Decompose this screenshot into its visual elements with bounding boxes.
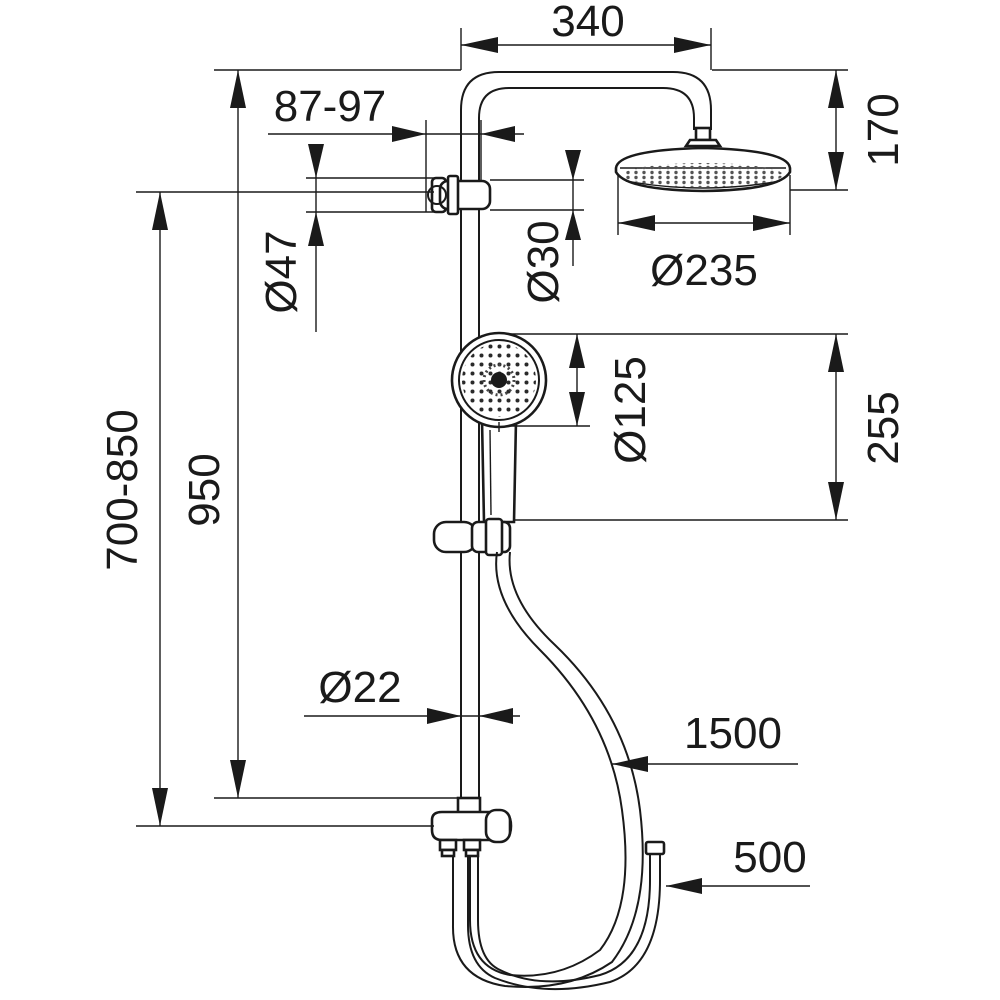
slide-holder: [432, 517, 512, 557]
label-total-height: 950: [180, 453, 229, 526]
label-hose-long: 1500: [684, 709, 782, 758]
label-hose-short: 500: [733, 833, 806, 882]
dim-head-drop: [712, 69, 848, 191]
label-pipe-diameter-lower: Ø22: [318, 663, 401, 712]
hand-shower: [450, 331, 548, 524]
dim-pipe-diameter-lower: [304, 708, 520, 724]
dim-adjustable-height: [136, 191, 434, 827]
label-arm-width: 340: [551, 0, 624, 46]
label-head-diameter: Ø235: [650, 246, 758, 295]
label-bracket-diameter: Ø47: [257, 230, 306, 313]
dim-bracket-offset: [268, 120, 524, 212]
riser-pipe: [460, 71, 712, 810]
shower-hose: [469, 551, 627, 977]
head-connector: [683, 126, 723, 148]
dim-pipe-diameter-upper: [490, 150, 584, 266]
dim-head-diameter: [617, 175, 791, 235]
label-pipe-diameter-upper: Ø30: [519, 220, 568, 303]
shower-column: [427, 71, 792, 991]
diverter-valve: [430, 796, 513, 858]
label-adjustable-height: 700-850: [98, 409, 147, 570]
overhead-shower-head: [614, 146, 792, 193]
dim-hand-shower-length: [514, 333, 848, 521]
label-hand-shower-length: 255: [859, 391, 908, 464]
dim-arm-width: [460, 28, 712, 70]
label-hand-shower-diameter: Ø125: [606, 356, 655, 464]
dim-hose-short: [666, 878, 810, 894]
short-hose: [477, 852, 651, 983]
dim-bracket-diameter: [306, 144, 440, 332]
dimension-lines: [136, 28, 848, 894]
dim-hose-long: [612, 756, 798, 772]
dim-hand-shower-diameter: [510, 333, 590, 427]
label-bracket-offset: 87-97: [274, 82, 387, 131]
label-head-drop: 170: [859, 93, 908, 166]
dimension-labels: 340 170 Ø235 87-97 Ø47 Ø30 Ø125 255 950 …: [98, 0, 908, 882]
